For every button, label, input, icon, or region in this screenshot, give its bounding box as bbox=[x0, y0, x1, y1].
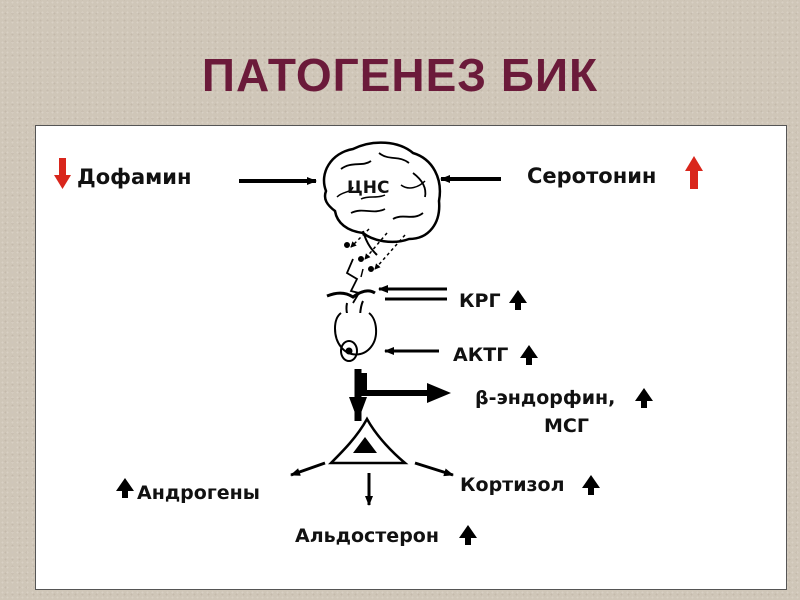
endorphin-label: β-эндорфин, bbox=[475, 387, 615, 409]
acth-label: АКТГ bbox=[453, 344, 508, 366]
adrenal-to-cortisol-arrow bbox=[414, 461, 454, 477]
brain-icon bbox=[322, 141, 442, 256]
cortisol-increase-icon bbox=[582, 475, 600, 495]
crh-input-arrows bbox=[378, 285, 447, 301]
androgens-increase-icon bbox=[116, 478, 134, 498]
acth-increase-icon bbox=[520, 345, 538, 365]
aldosterone-label: Альдостерон bbox=[295, 525, 439, 547]
pituitary-to-adrenal-arrowhead bbox=[349, 397, 367, 421]
aldosterone-increase-icon bbox=[459, 525, 477, 545]
pituitary-to-endorphin-arrow bbox=[361, 373, 429, 396]
crh-increase-icon bbox=[509, 290, 527, 310]
endorphin-increase-icon bbox=[635, 388, 653, 408]
dopamine-label: Дофамин bbox=[77, 165, 192, 189]
diagram-panel: Дофамин Серотонин ЦНС bbox=[35, 125, 787, 590]
crh-label: КРГ bbox=[459, 290, 501, 312]
adrenal-to-androgens-arrow bbox=[290, 461, 326, 477]
slide-title: ПАТОГЕНЕЗ БИК bbox=[201, 49, 599, 101]
pituitary-icon bbox=[326, 289, 377, 362]
serotonin-increase-icon bbox=[685, 156, 703, 189]
pituitary-to-endorphin-arrowhead bbox=[427, 383, 451, 403]
androgens-label: Андрогены bbox=[137, 482, 260, 504]
dopamine-decrease-icon bbox=[54, 158, 71, 189]
pathogenesis-diagram: Дофамин Серотонин ЦНС bbox=[54, 141, 703, 547]
msh-label: МСГ bbox=[544, 415, 589, 437]
serotonin-label: Серотонин bbox=[527, 164, 656, 188]
adrenal-gland-icon bbox=[327, 416, 409, 465]
cns-label: ЦНС bbox=[347, 178, 389, 198]
cortisol-label: Кортизол bbox=[460, 474, 565, 496]
